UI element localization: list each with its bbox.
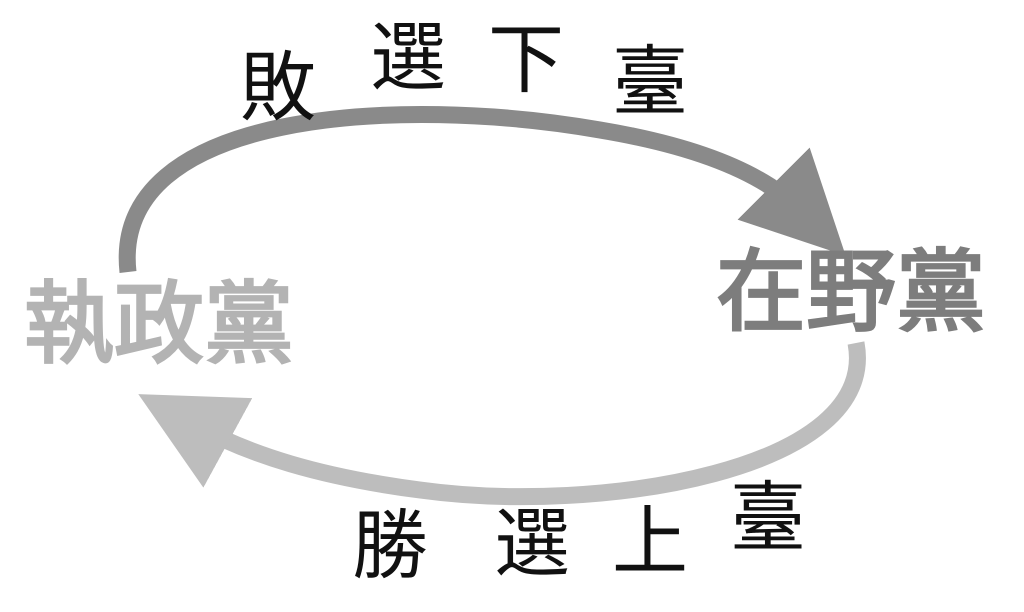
win-label-char-2: 選: [494, 499, 570, 588]
lose-label-char-1: 敗: [240, 43, 316, 132]
opposition-party-label: 在野黨: [716, 240, 986, 345]
lose-label-char-4: 臺: [612, 37, 688, 126]
lose-label-char-2: 選: [370, 13, 446, 102]
win-label-char-4: 臺: [730, 473, 806, 562]
win-label-char-3: 上: [612, 497, 688, 586]
lose-label-char-3: 下: [488, 15, 564, 104]
win-label-char-1: 勝: [352, 501, 428, 590]
lose-election-arrow: [118, 105, 846, 273]
ruling-party-label: 執政黨: [24, 272, 294, 377]
win-election-arrow: [138, 341, 866, 506]
